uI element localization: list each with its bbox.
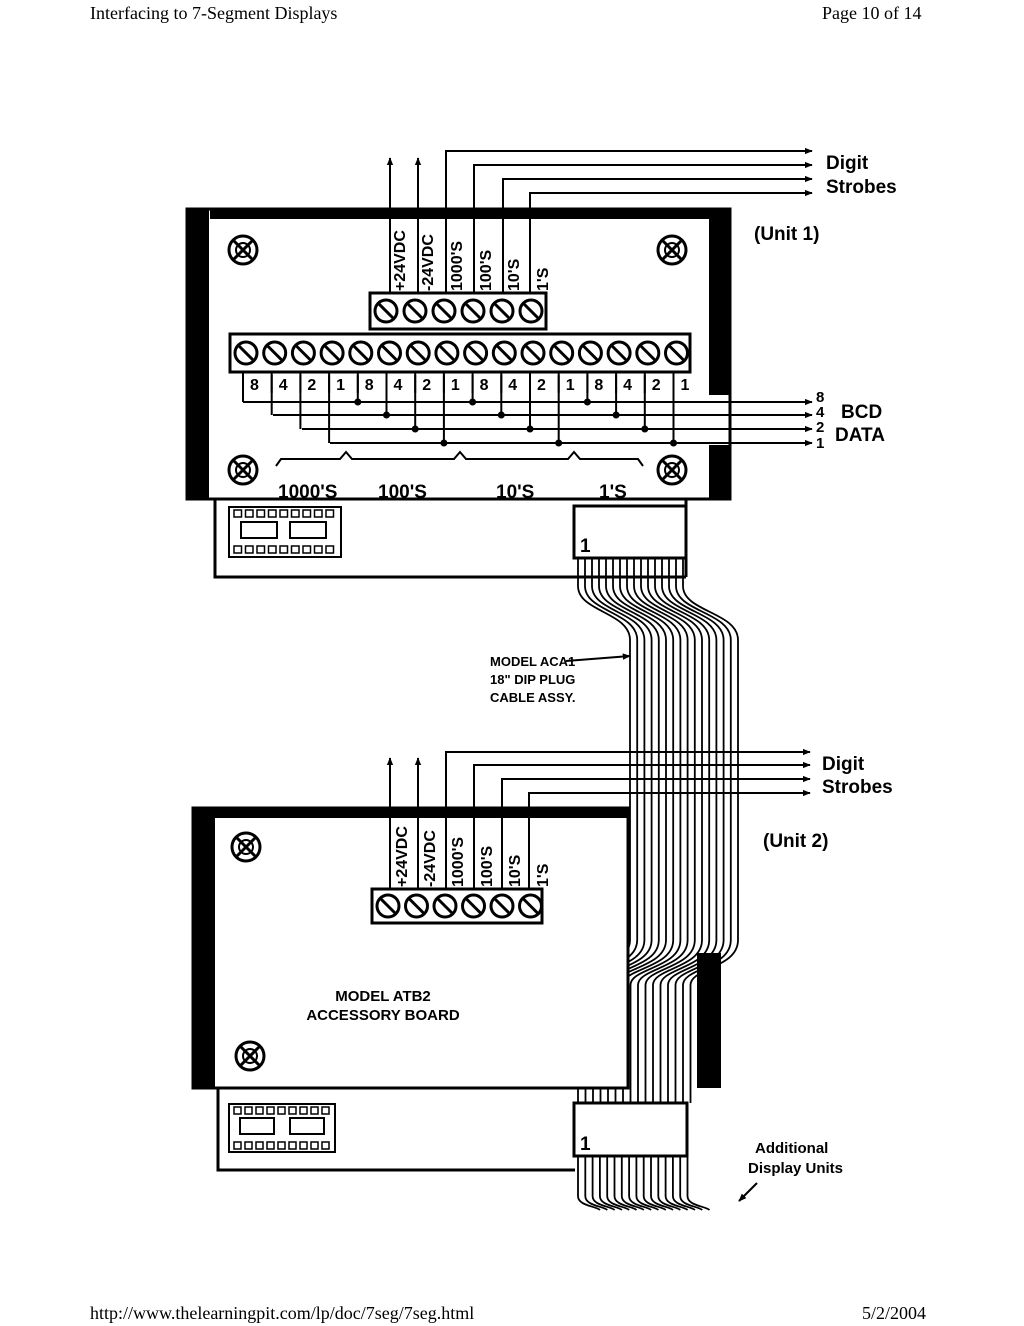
terminal-label-1s: 1'S — [535, 267, 552, 291]
footer-url[interactable]: http://www.thelearningpit.com/lp/doc/7se… — [90, 1303, 475, 1323]
bcd-terminal-label: 2 — [307, 377, 316, 394]
digit-strobes-label-2: Strobes — [822, 777, 893, 798]
ribbon-connector — [572, 1101, 689, 1158]
document-title: Interfacing to 7-Segment Displays — [90, 3, 338, 23]
ribbon-connector — [572, 504, 688, 560]
terminal-screw-icon — [431, 298, 457, 324]
mounting-screw-icon — [656, 454, 688, 486]
bcd-terminal-label: 2 — [422, 377, 431, 394]
group-label-1s: 1'S — [599, 482, 627, 503]
terminal-label-1000s: 1000'S — [450, 837, 467, 887]
bcd-terminal-label: 8 — [480, 377, 489, 394]
terminal-label-1000s: 1000'S — [449, 241, 466, 291]
terminal-screw-icon — [518, 298, 544, 324]
bcd-terminal-label: 4 — [623, 377, 632, 394]
bcd-terminal-label: 8 — [594, 377, 603, 394]
terminal-label-plus24: +24VDC — [394, 826, 411, 887]
board-name-label: ACCESSORY BOARD — [306, 1007, 460, 1024]
bcd-terminal-label: 4 — [279, 377, 288, 394]
terminal-label-minus24: -24VDC — [422, 830, 439, 887]
mounting-screw-icon — [227, 454, 259, 486]
connector-pin-label: 1 — [580, 536, 591, 557]
additional-units-label-1: Additional — [755, 1140, 828, 1157]
bcd-data-label: DATA — [835, 425, 885, 446]
terminal-screw-icon — [460, 298, 486, 324]
terminal-screw-icon — [489, 893, 515, 919]
additional-units-label-2: Display Units — [748, 1160, 843, 1177]
terminal-screw-icon — [461, 893, 486, 919]
terminal-screw-icon — [348, 340, 374, 366]
cable-label-1: MODEL ACA1 — [490, 654, 575, 669]
bcd-terminal-label: 4 — [508, 377, 517, 394]
mounting-screw-icon — [227, 234, 259, 266]
bcd-bit-4: 4 — [816, 404, 825, 421]
bcd-bit-8: 8 — [816, 389, 824, 406]
bcd-terminal-label: 1 — [336, 377, 345, 394]
cable-label-2: 18" DIP PLUG — [490, 672, 575, 687]
bcd-label: BCD — [841, 402, 882, 423]
terminal-screw-icon — [290, 340, 316, 366]
terminal-screw-icon — [463, 340, 489, 366]
board-model-label: MODEL ATB2 — [335, 988, 431, 1005]
group-label-100s: 100'S — [378, 482, 427, 503]
bcd-terminal-label: 1 — [681, 377, 690, 394]
terminal-screw-icon — [233, 340, 259, 366]
page-number: Page 10 of 14 — [822, 3, 922, 23]
bcd-bit-1: 1 — [816, 435, 824, 452]
terminal-screw-icon — [434, 340, 460, 366]
footer-date: 5/2/2004 — [862, 1303, 927, 1323]
bcd-terminal-label: 4 — [394, 377, 403, 394]
bcd-terminal-label: 1 — [451, 377, 460, 394]
dip-socket — [228, 1103, 336, 1153]
terminal-label-10s: 10'S — [506, 258, 523, 291]
terminal-screw-icon — [489, 298, 515, 324]
terminal-label-plus24: +24VDC — [392, 230, 409, 291]
terminal-label-minus24: -24VDC — [420, 234, 437, 291]
terminal-screw-icon — [635, 340, 661, 366]
terminal-screw-icon — [606, 340, 632, 366]
connector-pin-label: 1 — [580, 1134, 591, 1155]
digit-strobes-label-1: Digit — [822, 754, 865, 775]
unit-2-board: +24VDC -24VDC 1000'S 100'S 10'S 1'S MODE… — [191, 806, 828, 1172]
group-label-10s: 10'S — [496, 482, 534, 503]
terminal-screw-icon — [664, 340, 689, 366]
terminal-screw-icon — [520, 340, 546, 366]
terminal-screw-icon — [377, 340, 402, 366]
terminal-screw-icon — [518, 893, 543, 919]
terminal-screw-icon — [432, 893, 458, 919]
bcd-terminal-label: 2 — [652, 377, 661, 394]
terminal-screw-icon — [319, 340, 345, 366]
mounting-screw-icon — [656, 234, 688, 266]
digit-strobes-label-1: Digit — [826, 153, 869, 174]
terminal-screw-icon — [373, 298, 399, 324]
terminal-label-1s: 1'S — [535, 863, 552, 887]
mounting-screw-icon — [230, 831, 262, 863]
bcd-terminal-label: 1 — [566, 377, 575, 394]
terminal-label-100s: 100'S — [478, 250, 495, 292]
bcd-bit-2: 2 — [816, 419, 824, 436]
mounting-screw-icon — [234, 1040, 266, 1072]
terminal-screw-icon — [549, 340, 575, 366]
cable-label-3: CABLE ASSY. — [490, 690, 575, 705]
unit-1-board: +24VDC -24VDC 1000'S 100'S 10'S 1'S 8 4 2 1… — [185, 207, 819, 579]
terminal-screw-icon — [262, 340, 288, 366]
bcd-terminal-label: 2 — [537, 377, 546, 394]
terminal-screw-icon — [405, 340, 431, 366]
terminal-screw-icon — [402, 298, 428, 324]
unit-2-label: (Unit 2) — [763, 831, 828, 852]
terminal-label-10s: 10'S — [507, 854, 524, 887]
terminal-label-100s: 100'S — [479, 846, 496, 888]
bcd-terminal-label: 8 — [365, 377, 374, 394]
digit-strobes-label-2: Strobes — [826, 177, 897, 198]
strobe-terminal-block — [368, 291, 548, 331]
terminal-screw-icon — [491, 340, 517, 366]
dip-socket — [228, 506, 342, 558]
group-label-1000s: 1000'S — [278, 482, 337, 503]
terminal-screw-icon — [577, 340, 603, 366]
bcd-terminal-label: 8 — [250, 377, 259, 394]
terminal-screw-icon — [375, 893, 401, 919]
terminal-screw-icon — [404, 893, 429, 919]
unit-1-label: (Unit 1) — [754, 224, 819, 245]
